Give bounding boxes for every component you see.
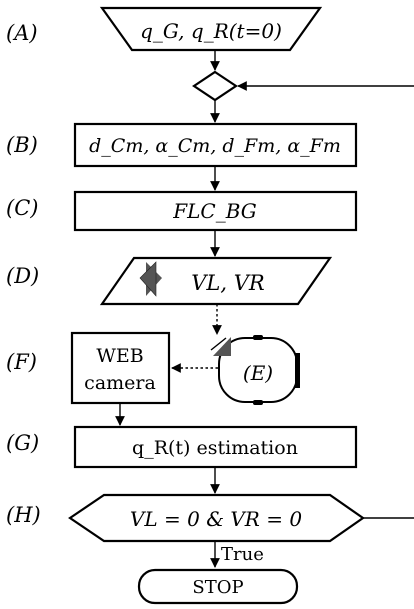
tag-b: (B) [6, 133, 38, 157]
tag-d: (D) [6, 264, 39, 288]
antenna-icon [210, 337, 231, 356]
tag-c: (C) [6, 196, 38, 220]
bluetooth-icon [139, 261, 162, 297]
block-f-line2: camera [84, 372, 156, 394]
tag-g: (G) [6, 431, 39, 455]
block-h-text: VL = 0 & VR = 0 [130, 507, 302, 531]
tag-f: (F) [6, 350, 37, 374]
block-a-text: q_G, q_R(t=0) [140, 19, 282, 43]
stop-terminal-shape [137, 568, 299, 605]
robot-icon [218, 335, 300, 405]
tag-h: (H) [6, 503, 41, 527]
block-g-text: q_R(t) estimation [132, 437, 298, 459]
block-a-shape [99, 6, 323, 52]
block-b-text: d_Cm, α_Cm, d_Fm, α_Fm [89, 135, 341, 157]
tag-a: (A) [6, 21, 38, 45]
stop-text: STOP [192, 577, 243, 598]
block-d-shape [99, 256, 333, 306]
block-c-text: FLC_BG [172, 199, 257, 223]
block-d-text: VL, VR [191, 271, 265, 295]
merge-diamond [192, 70, 238, 102]
block-e-text: (E) [243, 361, 273, 385]
true-label: True [221, 544, 264, 565]
block-f-line1: WEB [96, 345, 143, 367]
